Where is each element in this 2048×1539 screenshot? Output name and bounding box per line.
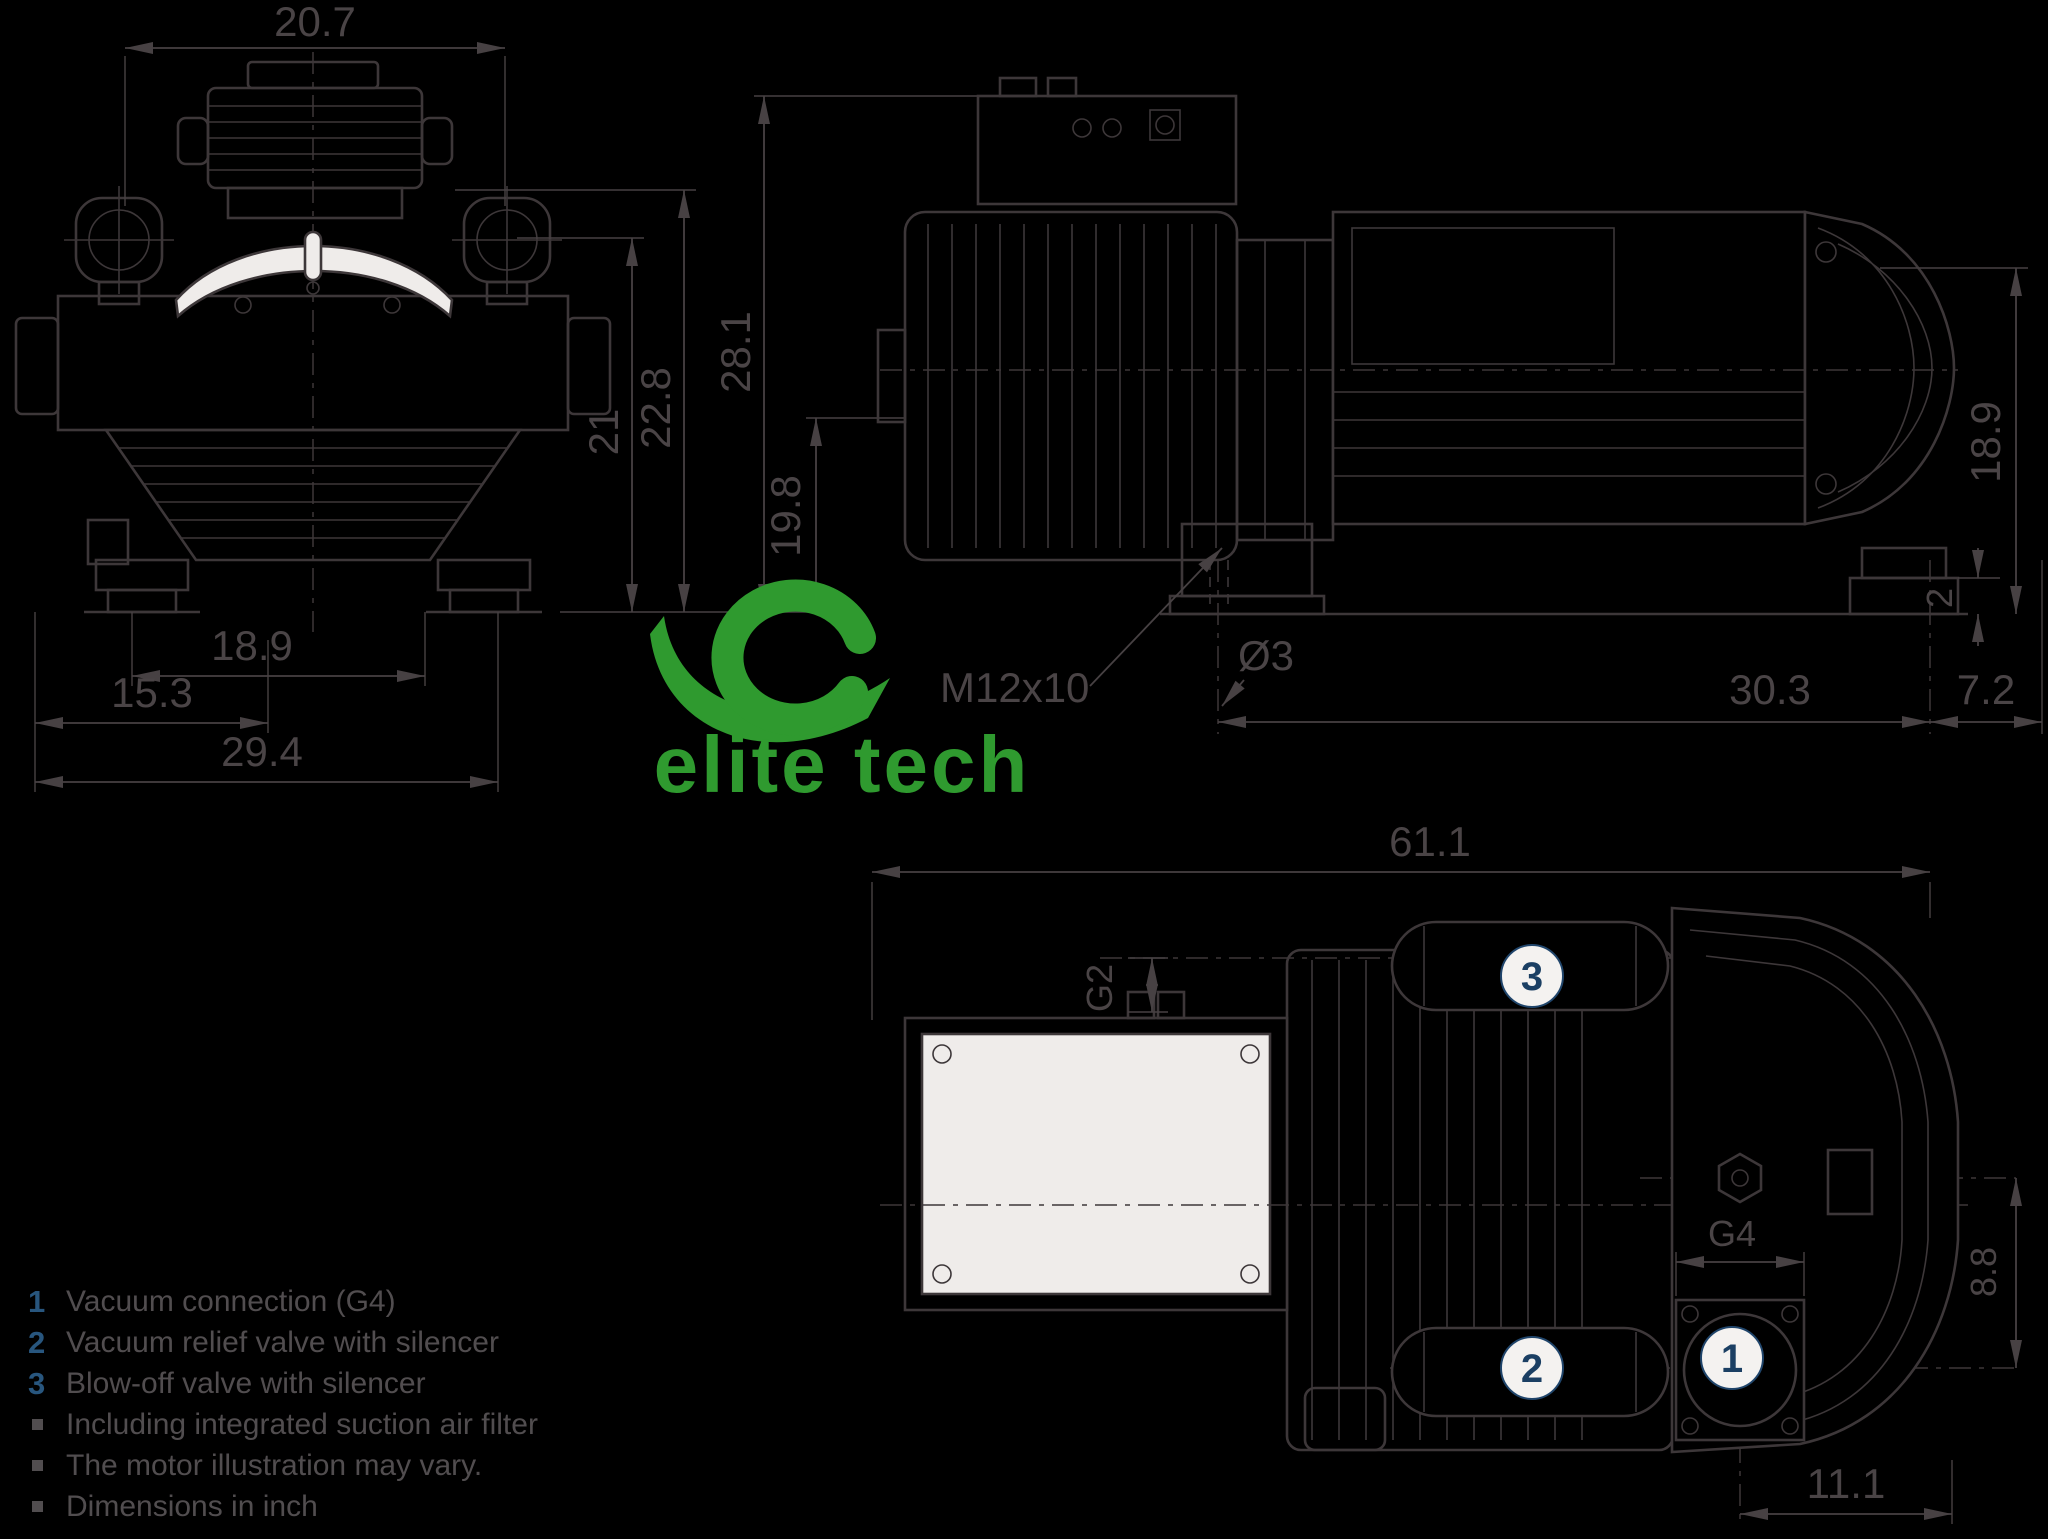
legend-item-3: 3 Blow-off valve with silencer bbox=[28, 1366, 728, 1407]
dim-label-21: 21 bbox=[580, 409, 627, 456]
bullet-square-icon bbox=[32, 1460, 43, 1471]
legend-item-2-label: Vacuum relief valve with silencer bbox=[66, 1326, 499, 1359]
legend-item-3-number: 3 bbox=[28, 1366, 46, 1401]
dim-front-foot-offset: 15.3 bbox=[34, 612, 269, 792]
dim-label-19-8: 19.8 bbox=[762, 475, 809, 557]
callout-2: 2 bbox=[1500, 1336, 1564, 1400]
dim-label-61-1: 61.1 bbox=[1389, 818, 1471, 865]
front-view-drawing: 20.7 18.9 15.3 29.4 21 22. bbox=[14, 0, 830, 792]
dim-label-28-1: 28.1 bbox=[712, 311, 759, 393]
dim-label-2: 2 bbox=[1919, 588, 1960, 608]
top-view-drawing: 61.1 bbox=[871, 818, 2022, 1524]
legend-item-1: 1 Vacuum connection (G4) bbox=[28, 1284, 728, 1325]
callout-3: 3 bbox=[1500, 944, 1564, 1008]
callout-2-number: 2 bbox=[1521, 1347, 1543, 1391]
legend-item-1-label: Vacuum connection (G4) bbox=[66, 1285, 396, 1318]
drain-callout: Ø3 bbox=[1221, 632, 1294, 707]
dim-label-g4: G4 bbox=[1708, 1213, 1756, 1254]
dim-label-15-3: 15.3 bbox=[111, 669, 193, 716]
elite-tech-logo: elite tech bbox=[650, 579, 1031, 809]
dim-side-overhang: 7.2 bbox=[1930, 560, 2043, 734]
dim-front-height-22-8: 22.8 bbox=[455, 189, 696, 612]
callout-1-number: 1 bbox=[1721, 1337, 1743, 1381]
dim-front-height-21: 21 bbox=[517, 237, 644, 612]
eyebolt-right bbox=[452, 186, 562, 306]
legend-item-3-label: Blow-off valve with silencer bbox=[66, 1367, 426, 1400]
dim-label-o3: Ø3 bbox=[1238, 632, 1294, 679]
dim-label-18-9-front: 18.9 bbox=[211, 622, 293, 669]
dim-side-overall-height: 28.1 bbox=[712, 95, 985, 612]
dim-front-foot-span: 18.9 bbox=[131, 612, 426, 686]
callout-1: 1 bbox=[1700, 1326, 1764, 1390]
dim-top-port-height: 8.8 bbox=[1963, 1178, 2022, 1368]
dim-label-11-1: 11.1 bbox=[1807, 1460, 1886, 1507]
bullet-square-icon bbox=[32, 1419, 43, 1430]
dim-label-20-7: 20.7 bbox=[274, 0, 356, 45]
legend-note-2: The motor illustration may vary. bbox=[28, 1448, 728, 1489]
dim-side-foot-span: 30.3 bbox=[1217, 560, 1931, 734]
dim-top-overall-length: 61.1 bbox=[871, 818, 1931, 1020]
dim-front-overall-width: 29.4 bbox=[35, 612, 499, 792]
dim-label-g2: G2 bbox=[1079, 964, 1120, 1012]
side-view-drawing: 28.1 19.8 bbox=[712, 76, 2043, 734]
thread-callout: M12x10 bbox=[940, 547, 1223, 711]
dim-label-m12x10: M12x10 bbox=[940, 664, 1089, 711]
legend-note-2-text: The motor illustration may vary. bbox=[66, 1449, 483, 1482]
legend-note-3: Dimensions in inch bbox=[28, 1489, 728, 1530]
dim-top-port-g4: G4 bbox=[1675, 1213, 1805, 1296]
dim-front-width-top: 20.7 bbox=[124, 0, 506, 206]
dim-side-foot-thickness: 2 bbox=[1919, 548, 2000, 646]
bullet-square-icon bbox=[32, 1501, 43, 1512]
dim-side-body-height: 18.9 bbox=[1880, 267, 2028, 614]
logo-wordmark: elite tech bbox=[654, 720, 1031, 809]
dim-label-22-8: 22.8 bbox=[632, 367, 679, 449]
dim-label-30-3: 30.3 bbox=[1729, 666, 1811, 713]
handle-band bbox=[174, 244, 454, 319]
legend: 1 Vacuum connection (G4) 2 Vacuum relief… bbox=[28, 1284, 728, 1530]
dim-label-8-8: 8.8 bbox=[1963, 1247, 2004, 1297]
eyebolt-left bbox=[64, 186, 174, 306]
dim-label-18-9-side: 18.9 bbox=[1962, 401, 2009, 483]
legend-note-1-text: Including integrated suction air filter bbox=[66, 1408, 538, 1441]
dim-top-port-offset: 11.1 bbox=[1740, 1460, 1953, 1524]
dim-label-7-2: 7.2 bbox=[1957, 666, 2015, 713]
dim-top-port-g2: G2 bbox=[1079, 957, 1168, 1013]
legend-item-1-number: 1 bbox=[28, 1284, 46, 1319]
dim-label-29-4: 29.4 bbox=[221, 728, 303, 775]
dim-side-shaft-height: 19.8 bbox=[762, 417, 905, 612]
logo-loop-icon bbox=[711, 579, 876, 736]
legend-item-2-number: 2 bbox=[28, 1325, 46, 1360]
legend-note-1: Including integrated suction air filter bbox=[28, 1407, 728, 1448]
legend-item-2: 2 Vacuum relief valve with silencer bbox=[28, 1325, 728, 1366]
legend-note-3-text: Dimensions in inch bbox=[66, 1490, 318, 1523]
callout-3-number: 3 bbox=[1521, 955, 1543, 999]
